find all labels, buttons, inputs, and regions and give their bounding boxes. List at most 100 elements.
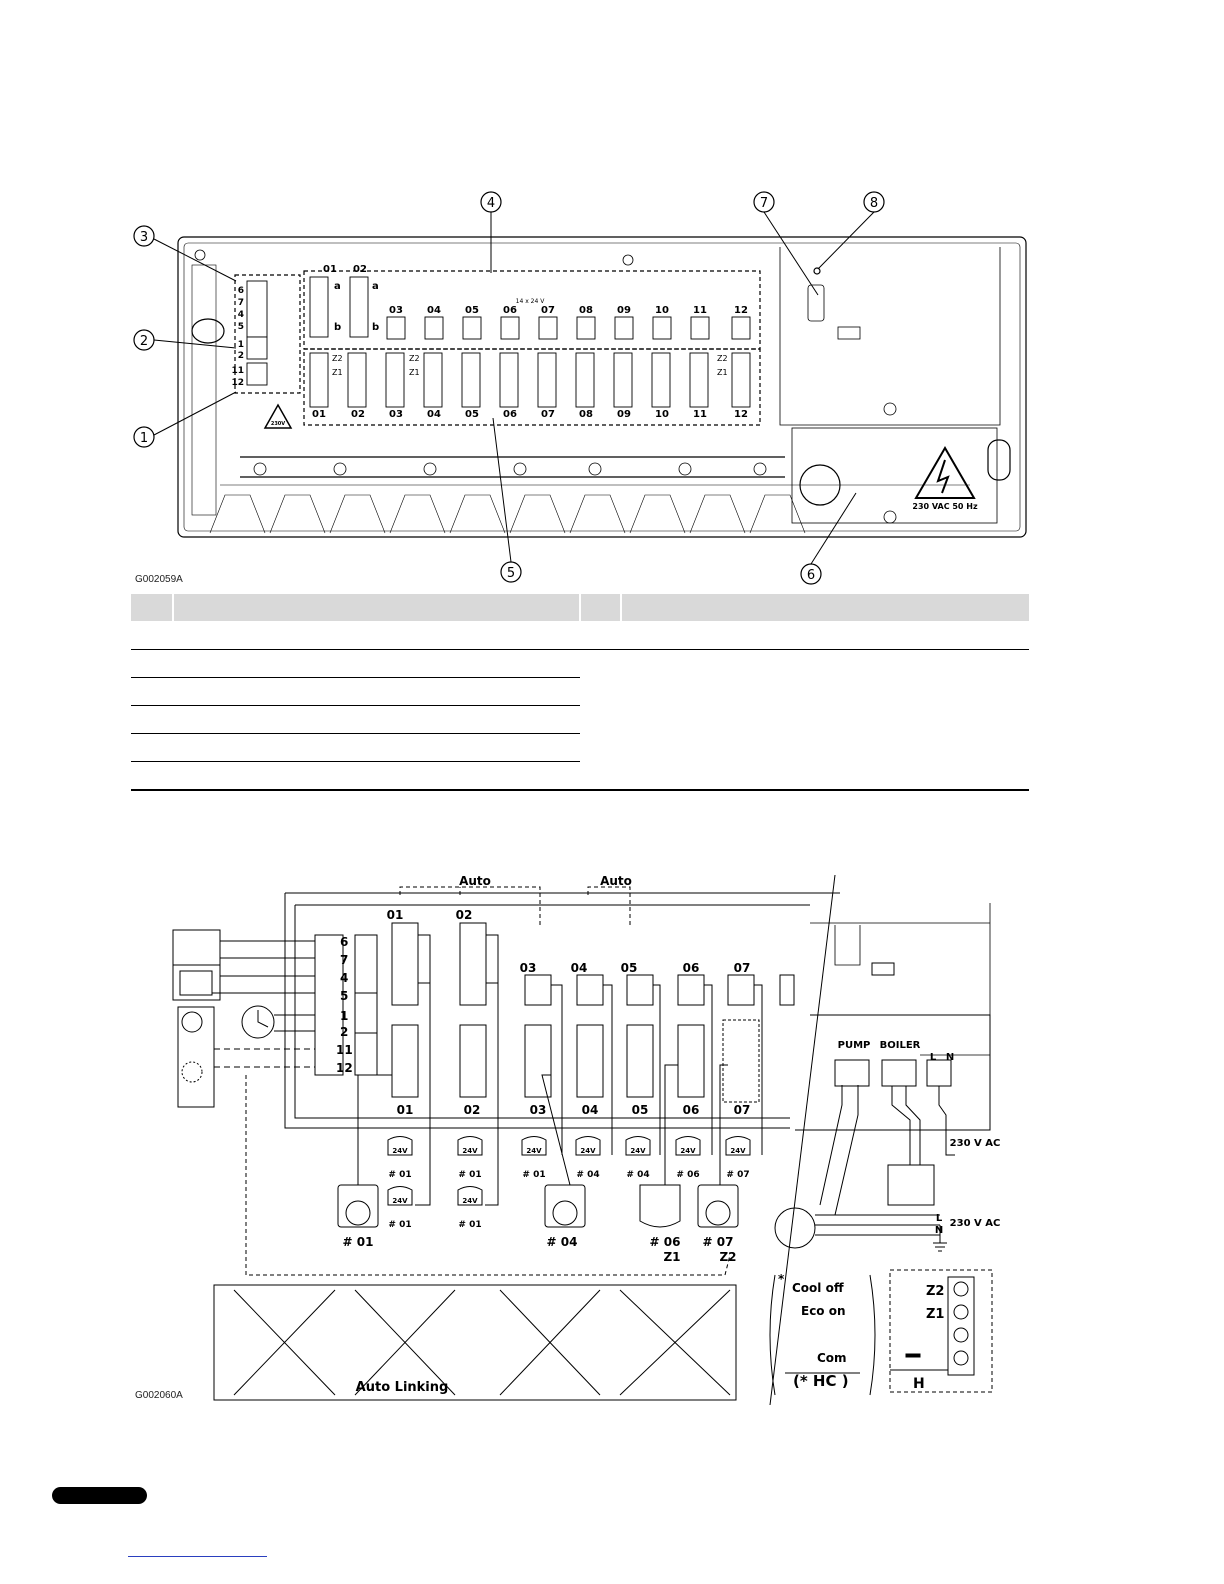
svg-text:05: 05 [465, 305, 479, 316]
svg-text:11: 11 [693, 305, 707, 316]
figure-id-2: G002060A [135, 1390, 183, 1401]
svg-text:03: 03 [520, 961, 537, 975]
lne-l: L [936, 1213, 943, 1224]
svg-text:10: 10 [655, 409, 669, 420]
svg-text:01: 01 [312, 409, 326, 420]
svg-text:Z1: Z1 [663, 1250, 680, 1264]
svg-text:24V: 24V [462, 1197, 478, 1205]
svg-text:# 01: # 01 [343, 1235, 374, 1249]
svg-text:01: 01 [397, 1103, 414, 1117]
fig2-thermostat-labels: # 01 # 04 # 06 # 07 Z1 Z2 [343, 1235, 737, 1264]
terminal-6: 6 [238, 286, 244, 296]
figure-id-1: G002059A [135, 574, 183, 585]
callout-2-label: 2 [140, 334, 148, 349]
svg-text:# 04: # 04 [576, 1170, 599, 1180]
svg-text:24V: 24V [680, 1147, 696, 1155]
svg-text:5: 5 [340, 989, 348, 1003]
pump-label: PUMP [838, 1040, 871, 1051]
svg-text:06: 06 [503, 305, 517, 316]
svg-text:06: 06 [683, 1103, 700, 1117]
svg-text:Z2: Z2 [332, 354, 343, 363]
svg-text:02: 02 [353, 264, 367, 275]
lower-terminal-blocks [309, 352, 751, 408]
svg-text:09: 09 [617, 305, 631, 316]
terminal-4: 4 [238, 310, 244, 320]
svg-text:07: 07 [734, 1103, 751, 1117]
fig2-top-channel-labels: 01 02 03 04 05 06 07 [387, 908, 751, 975]
terminal-7: 7 [238, 298, 244, 308]
svg-text:01: 01 [387, 908, 404, 922]
svg-text:07: 07 [541, 409, 555, 420]
svg-text:05: 05 [621, 961, 638, 975]
svg-text:01: 01 [323, 264, 337, 275]
svg-text:# 06: # 06 [650, 1235, 681, 1249]
svg-text:6: 6 [340, 935, 348, 949]
fig2-actuator-refs: # 01 # 01 # 01 # 04 # 04 # 06 # 07 # 01 … [388, 1170, 749, 1230]
svg-text:12: 12 [734, 409, 748, 420]
hc-title: (* HC ) [793, 1372, 849, 1390]
terminal-2: 2 [238, 351, 244, 361]
svg-text:7: 7 [340, 953, 348, 967]
legend-table [131, 594, 1029, 791]
n-label: N [946, 1052, 954, 1063]
svg-text:b: b [334, 322, 341, 333]
svg-text:24V: 24V [580, 1147, 596, 1155]
l-label: L [930, 1052, 937, 1063]
small-warning-label: 230V [271, 421, 285, 427]
svg-text:12: 12 [734, 305, 748, 316]
svg-text:03: 03 [530, 1103, 547, 1117]
svg-text:Z2: Z2 [717, 354, 728, 363]
svg-text:24V: 24V [392, 1147, 408, 1155]
svg-text:04: 04 [571, 961, 588, 975]
terminal-11: 11 [231, 366, 244, 376]
auto-linking-label: Auto Linking [356, 1380, 449, 1395]
svg-text:24V: 24V [630, 1147, 646, 1155]
svg-text:07: 07 [734, 961, 751, 975]
page-tab [52, 1487, 147, 1504]
svg-text:# 06: # 06 [676, 1170, 699, 1180]
callout-8-label: 8 [870, 196, 878, 211]
svg-text:04: 04 [427, 305, 441, 316]
svg-text:Z1: Z1 [332, 368, 343, 377]
zone-labels-fig1: Z2 Z1 Z2 Z1 Z2 Z1 [332, 354, 728, 377]
actuator-note: 14 x 24 V [516, 298, 546, 305]
svg-text:08: 08 [579, 409, 593, 420]
terminal-12: 12 [231, 378, 244, 388]
housing-outline [177, 236, 1027, 538]
svg-text:02: 02 [464, 1103, 481, 1117]
svg-text:# 01: # 01 [458, 1170, 481, 1180]
wiring-diagram: Auto Auto 6 7 4 5 1 2 11 12 01 02 03 04 … [172, 874, 1001, 1406]
svg-text:Z1: Z1 [409, 368, 420, 377]
hc-com: Com [817, 1351, 847, 1365]
svg-text:2: 2 [340, 1025, 348, 1039]
svg-text:1: 1 [340, 1009, 348, 1023]
svg-text:# 07: # 07 [703, 1235, 734, 1249]
svg-text:02: 02 [351, 409, 365, 420]
h-z2: Z2 [926, 1284, 944, 1299]
auto-label-1: Auto [459, 874, 491, 888]
svg-text:# 01: # 01 [522, 1170, 545, 1180]
svg-text:24V: 24V [392, 1197, 408, 1205]
upper-channel-labels: 01 02 03 04 05 06 07 08 09 10 11 12 [323, 264, 748, 316]
terminal-1: 1 [238, 340, 244, 350]
svg-text:Z1: Z1 [717, 368, 728, 377]
mains-label: 230 VAC 50 Hz [912, 502, 978, 511]
callout-6-label: 6 [807, 568, 815, 583]
callout-1 [133, 426, 155, 448]
svg-text:05: 05 [632, 1103, 649, 1117]
boiler-label: BOILER [880, 1040, 921, 1051]
footer-link-underline[interactable] [128, 1556, 267, 1557]
svg-text:Z2: Z2 [409, 354, 420, 363]
svg-text:06: 06 [503, 409, 517, 420]
svg-text:# 01: # 01 [458, 1220, 481, 1230]
svg-text:09: 09 [617, 409, 631, 420]
callout-5-label: 5 [507, 566, 515, 581]
svg-text:b: b [372, 322, 379, 333]
svg-text:11: 11 [336, 1043, 353, 1057]
svg-text:08: 08 [579, 305, 593, 316]
mains-label-1: 230 V AC [950, 1138, 1001, 1149]
callout-3-label: 3 [140, 230, 148, 245]
svg-text:10: 10 [655, 305, 669, 316]
h-title: H [913, 1376, 925, 1392]
